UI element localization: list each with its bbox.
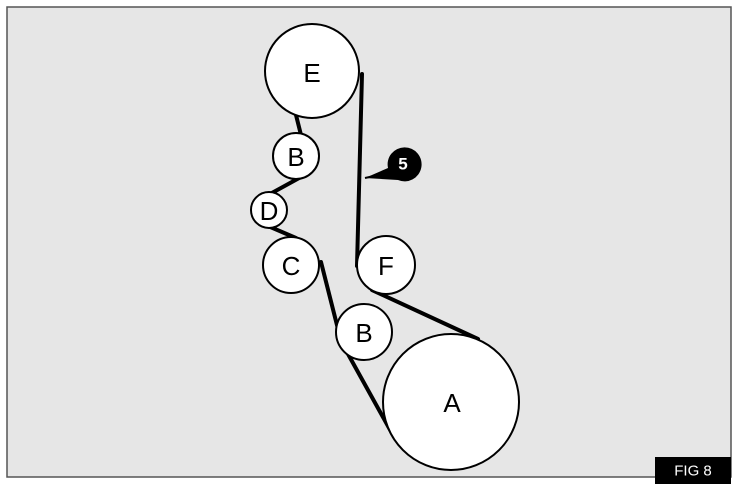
callout-5-label: 5 [398,155,407,174]
pulley-c-label: C [282,251,301,281]
pulley-f: F [356,235,416,295]
figure-label: FIG 8 [655,457,731,484]
callout-5: 5 [364,147,422,182]
pulley-e-label: E [303,58,320,88]
pulley-b-lower: B [335,303,393,361]
pulley-b-lower-label: B [355,318,372,348]
pulley-f-circle [356,235,416,295]
pulley-f-label: F [378,251,394,281]
pulley-d-label: D [260,196,279,226]
pulley-a-circle [382,333,520,471]
pulley-d-circle [250,191,288,229]
pulley-e-circle [264,23,360,119]
pulley-b-upper-label: B [287,142,304,172]
figure-label-box [655,457,731,484]
pulley-b-upper: B [272,132,320,180]
pulley-c-circle [262,236,320,294]
pulley-a-label: A [443,388,461,418]
pulley-a: A [382,333,520,471]
pulley-e: E [264,23,360,119]
belt-segment-e-f [355,72,364,268]
callout-5-marker [365,147,422,182]
pulley-d: D [250,191,288,229]
pulley-b-lower-circle [335,303,393,361]
figure-label-text: FIG 8 [674,463,712,480]
pulley-c: C [262,236,320,294]
pulley-b-upper-circle [272,132,320,180]
belt-segment-f-a [370,288,480,341]
